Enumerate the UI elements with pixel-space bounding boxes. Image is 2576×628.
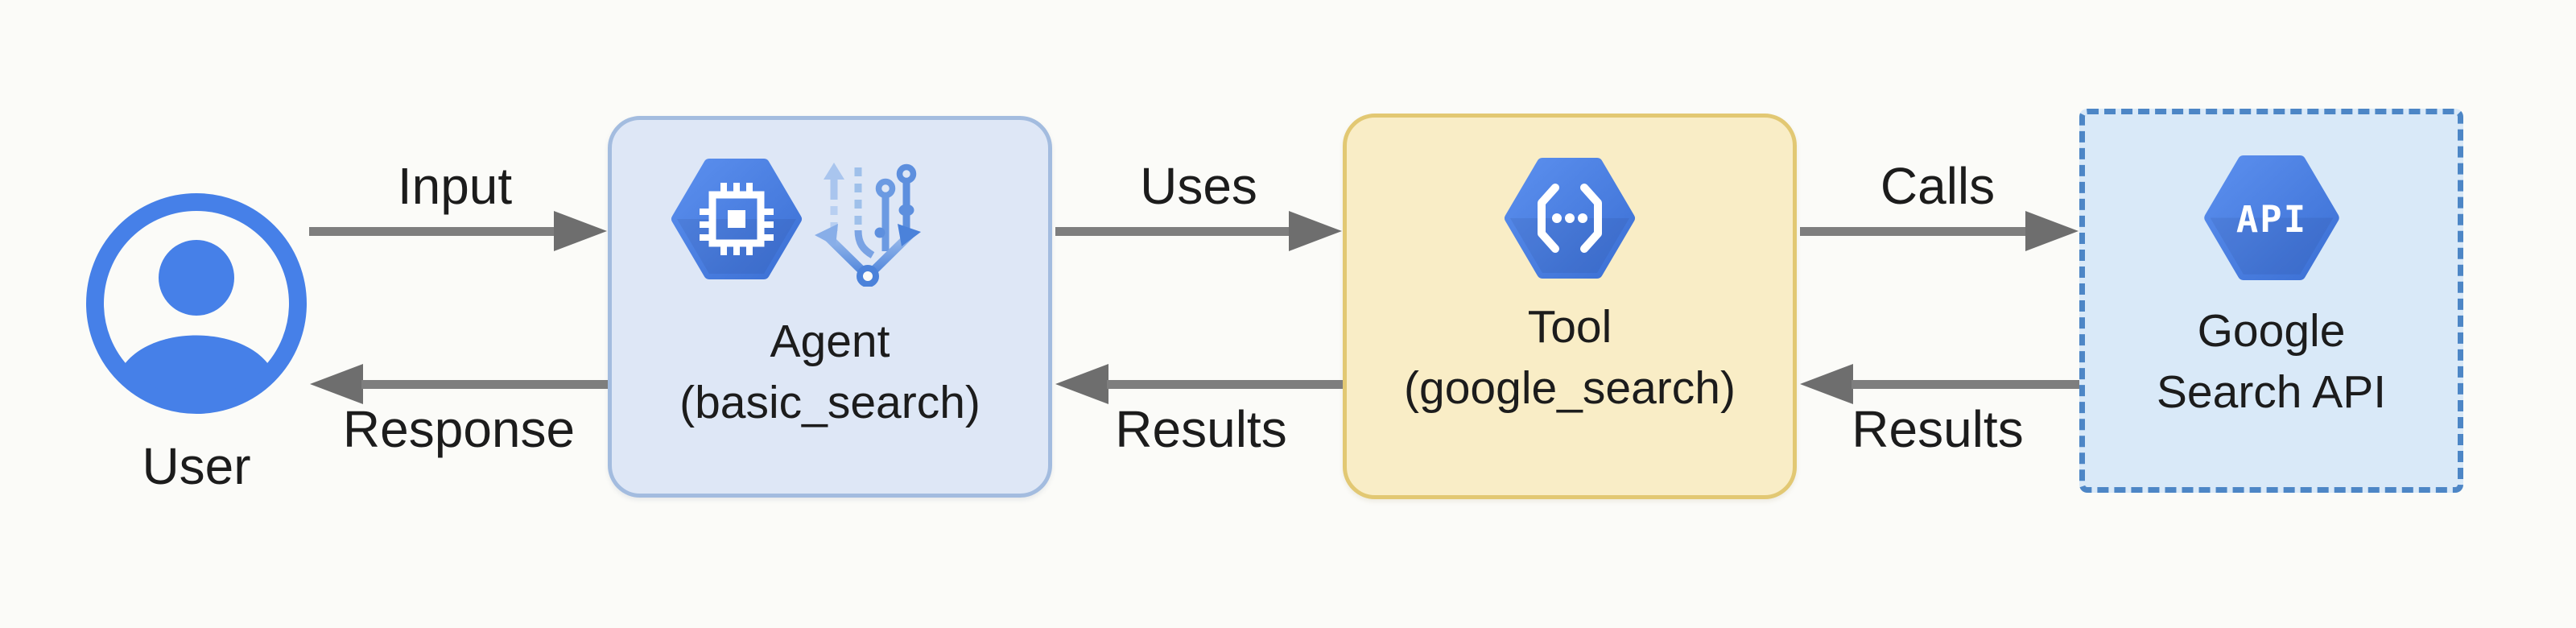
edge-uses-label: Uses — [1140, 157, 1257, 215]
tool-node-box: Tool (google_search) — [1343, 114, 1797, 499]
arrow-right-icon — [554, 211, 607, 251]
edge-calls-arrow — [1800, 227, 2027, 236]
arrow-left-icon — [1055, 364, 1108, 404]
agent-title: Agent — [770, 316, 890, 367]
edge-response-label: Response — [342, 400, 576, 458]
code-brackets-hexagon-icon — [1505, 158, 1635, 279]
arrow-right-icon — [1289, 211, 1342, 251]
edge-results-tool-arrow — [1852, 380, 2079, 389]
arrow-left-icon — [310, 364, 363, 404]
edge-input-label: Input — [397, 157, 513, 215]
edge-calls-label: Calls — [1880, 157, 1996, 215]
edge-results-agent-arrow — [1107, 380, 1343, 389]
user-node-label: User — [142, 437, 251, 495]
tool-node-label: Tool (google_search) — [1347, 296, 1793, 419]
agent-subtitle: (basic_search) — [679, 377, 980, 428]
compute-chip-hexagon-icon — [671, 159, 802, 279]
edge-results-agent-label: Results — [1115, 400, 1287, 458]
api-title-line1: Google — [2197, 305, 2346, 357]
agent-node-box: Agent (basic_search) — [608, 116, 1052, 498]
arrow-left-icon — [1800, 364, 1853, 404]
api-hexagon-icon: API — [2204, 155, 2339, 280]
edge-input-arrow — [309, 227, 555, 236]
user-circle-icon — [86, 193, 307, 414]
api-node-box: API Google Search API — [2079, 109, 2463, 493]
arrow-right-icon — [2025, 211, 2079, 251]
tool-subtitle: (google_search) — [1404, 362, 1736, 414]
api-title-line2: Search API — [2156, 366, 2387, 418]
edge-uses-arrow — [1055, 227, 1290, 236]
agent-node-label: Agent (basic_search) — [612, 311, 1048, 433]
branching-pipeline-icon — [815, 163, 921, 287]
edge-response-arrow — [361, 380, 608, 389]
tool-title: Tool — [1527, 301, 1612, 353]
api-icon-text: API — [2236, 198, 2307, 241]
api-node-label: Google Search API — [2085, 300, 2458, 423]
edge-results-tool-label: Results — [1852, 400, 2024, 458]
